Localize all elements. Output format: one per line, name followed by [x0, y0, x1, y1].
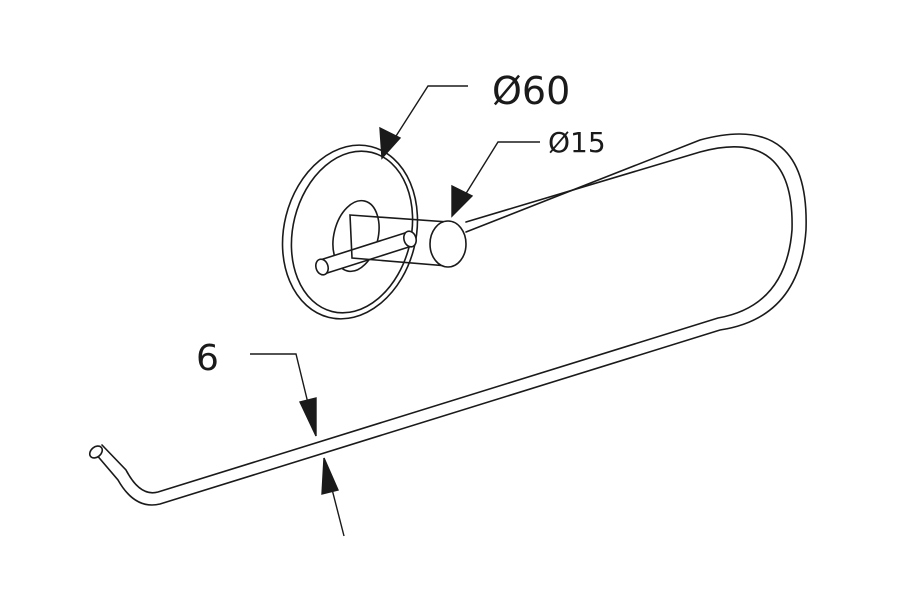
towel-rod	[88, 133, 807, 506]
dimension-flange-label: Ø60	[492, 69, 570, 113]
dimension-flange-leader	[379, 85, 468, 160]
dimension-post-leader	[451, 141, 540, 218]
post	[349, 214, 467, 268]
dimension-rod-label: 6	[196, 338, 219, 379]
dimension-rod-leader	[250, 353, 345, 537]
dimension-post-label: Ø15	[548, 126, 606, 159]
mounting-pin	[315, 230, 417, 276]
